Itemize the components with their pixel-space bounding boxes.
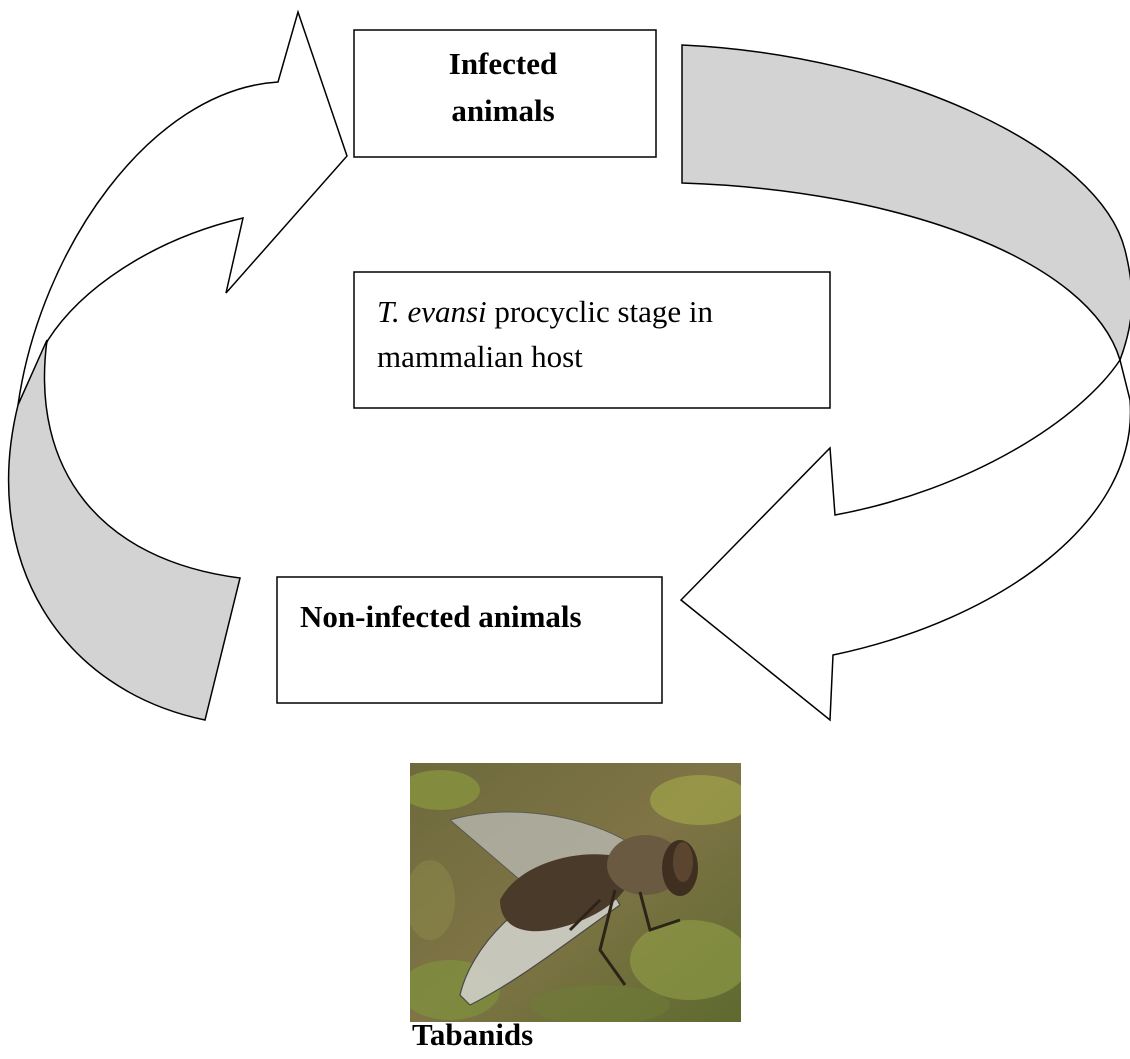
svg-text:T. evansi procyclic stage in: T. evansi procyclic stage in [377, 294, 714, 329]
arrow-to-non-infected [681, 360, 1130, 720]
photo-caption: Tabanids [412, 1017, 533, 1053]
arrow-to-infected [18, 12, 347, 405]
left-gray-band [9, 340, 240, 720]
center-line2: mammalian host [377, 339, 583, 374]
node-center-stage: T. evansi procyclic stage in mammalian h… [354, 272, 830, 408]
horse-fly-photo [400, 763, 750, 1025]
center-line1-rest: procyclic stage in [487, 294, 714, 329]
center-species: T. evansi [377, 294, 487, 329]
node-infected-animals: Infected animals [354, 30, 656, 157]
infected-line1: Infected [449, 46, 557, 81]
non-infected-label: Non-infected animals [300, 599, 582, 634]
node-non-infected-animals: Non-infected animals [277, 577, 662, 703]
infected-line2: animals [451, 93, 554, 128]
